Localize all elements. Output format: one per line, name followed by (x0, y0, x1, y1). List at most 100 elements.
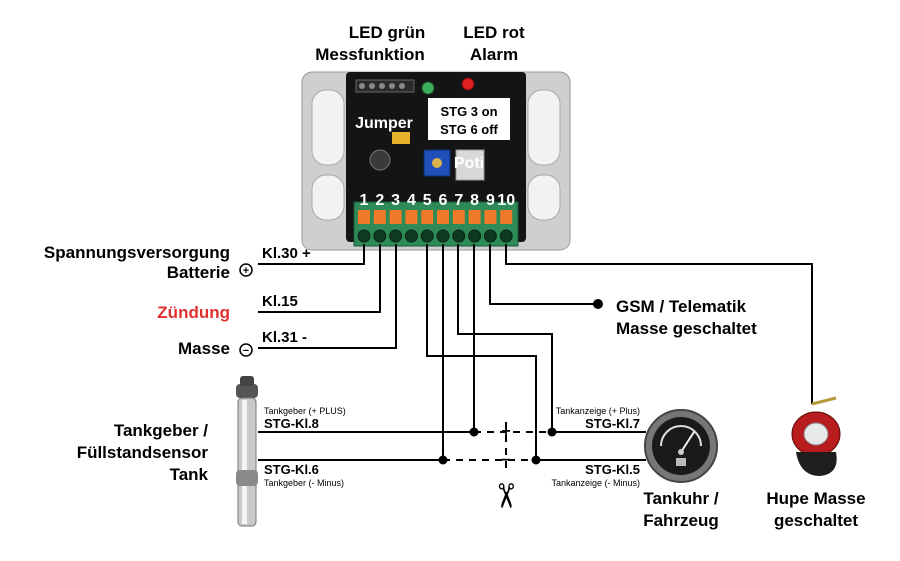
gauge-label-1: Tankuhr / (643, 489, 719, 508)
terminal-screw (389, 229, 403, 243)
wire-stg-kl7 (457, 244, 646, 433)
green-led-icon (421, 81, 435, 95)
fuel-gauge-icon (644, 409, 718, 483)
ground-label: Masse (178, 339, 230, 358)
gauge-needle (680, 431, 695, 453)
led-red-label: LED rot (463, 23, 525, 42)
capacitor-icon (369, 149, 391, 171)
stg-kl8-desc: Tankgeber (+ PLUS) (264, 406, 346, 416)
sensor-label-3: Tank (170, 465, 209, 484)
gsm-label: GSM / Telematik (616, 297, 747, 316)
terminal-screws (357, 229, 513, 243)
terminal-lever (500, 210, 513, 224)
battery-label: Batterie (167, 263, 230, 282)
terminal-screw (436, 229, 450, 243)
junction-dot (438, 455, 448, 465)
terminal-lever (468, 210, 481, 224)
kl31-label: Kl.31 - (262, 329, 307, 346)
scissors-icon: ✂ (486, 482, 524, 511)
led-green-label: LED grün (349, 23, 426, 42)
terminal-screw (404, 229, 418, 243)
control-module (301, 71, 571, 251)
terminal-number: 1 (360, 192, 369, 209)
wire-stg-kl5 (426, 244, 646, 461)
tank-sensor-icon (236, 376, 258, 527)
minus-symbol-icon (239, 343, 253, 357)
ignition-label: Zündung (157, 303, 230, 322)
fuel-pump-icon (676, 458, 686, 466)
horn-label-1: Hupe Masse (766, 489, 865, 508)
terminal-lever (437, 210, 449, 224)
gauge-label-2: Fahrzeug (643, 511, 719, 530)
horn-trumpet (796, 452, 837, 476)
terminal-lever (484, 210, 497, 224)
stg-label-box (428, 98, 510, 140)
terminal-screw (452, 229, 466, 243)
terminal-lever (358, 210, 370, 224)
stg-kl5-label: STG-Kl.5 (585, 462, 640, 477)
junction-dot (547, 427, 557, 437)
wire-kl15 (258, 244, 381, 313)
wires (258, 244, 813, 461)
terminal-lever (373, 210, 386, 224)
stg-line-1: STG 3 on (440, 104, 497, 119)
terminal-number: 4 (407, 192, 416, 209)
power-label: Spannungsversorgung (44, 243, 230, 262)
terminal-tops (358, 210, 513, 224)
terminal-screw (357, 229, 371, 243)
wire-kl30 (258, 244, 365, 265)
stg-kl7-desc: Tankanzeige (+ Plus) (556, 406, 640, 416)
terminal-lever (389, 210, 402, 224)
gsm-ground-label: Masse geschaltet (616, 319, 757, 338)
wire-kl31 (258, 244, 397, 349)
horn-cap (803, 422, 829, 446)
led-red-function-label: Alarm (470, 45, 518, 64)
terminal-number: 9 (486, 192, 495, 209)
fuse-icon (392, 132, 410, 144)
junction-dot (531, 455, 541, 465)
terminal-number: 3 (391, 192, 400, 209)
kl15-label: Kl.15 (262, 293, 298, 310)
gsm-terminal-dot (593, 299, 603, 309)
stg-line-2: STG 6 off (440, 122, 498, 137)
mounting-slot-right (527, 89, 561, 166)
terminal-lever (421, 210, 434, 224)
horn-label-2: geschaltet (774, 511, 858, 530)
minus-symbol-text: − (243, 345, 249, 357)
led-green-function-label: Messfunktion (315, 45, 425, 64)
relay-icon (455, 149, 485, 181)
sensor-label-1: Tankgeber / (114, 421, 208, 440)
minus-marker: − (501, 452, 510, 469)
stg-kl5-desc: Tankanzeige (- Minus) (551, 478, 640, 488)
red-led-icon (461, 77, 475, 91)
terminal-number: 2 (375, 192, 384, 209)
terminal-number: 6 (439, 192, 448, 209)
terminal-number: 8 (470, 192, 479, 209)
horn-bracket (811, 396, 837, 406)
plus-symbol-icon (239, 263, 253, 277)
junction-dot (469, 427, 479, 437)
terminal-number: 10 (497, 192, 515, 209)
terminal-screw (468, 229, 482, 243)
jumper-label: Jumper (355, 115, 413, 132)
terminal-screw (420, 229, 434, 243)
stg-kl6-label: STG-Kl.6 (264, 462, 319, 477)
terminal-screw (483, 229, 497, 243)
junction-dots (438, 299, 603, 465)
mounting-slot-right-lower (527, 174, 561, 221)
stg-kl7-label: STG-Kl.7 (585, 416, 640, 431)
original-connections (443, 422, 552, 470)
terminal-screw (373, 229, 387, 243)
poti-label: Poti (454, 155, 484, 172)
plus-marker: + (501, 423, 510, 440)
potentiometer-screw-icon (432, 158, 442, 168)
terminal-number: 7 (454, 192, 463, 209)
horn-icon (791, 396, 841, 476)
kl30-label: Kl.30 + (262, 245, 311, 262)
plus-symbol-text: + (243, 265, 249, 277)
wire-gsm (489, 244, 598, 305)
sensor-head (236, 384, 258, 398)
